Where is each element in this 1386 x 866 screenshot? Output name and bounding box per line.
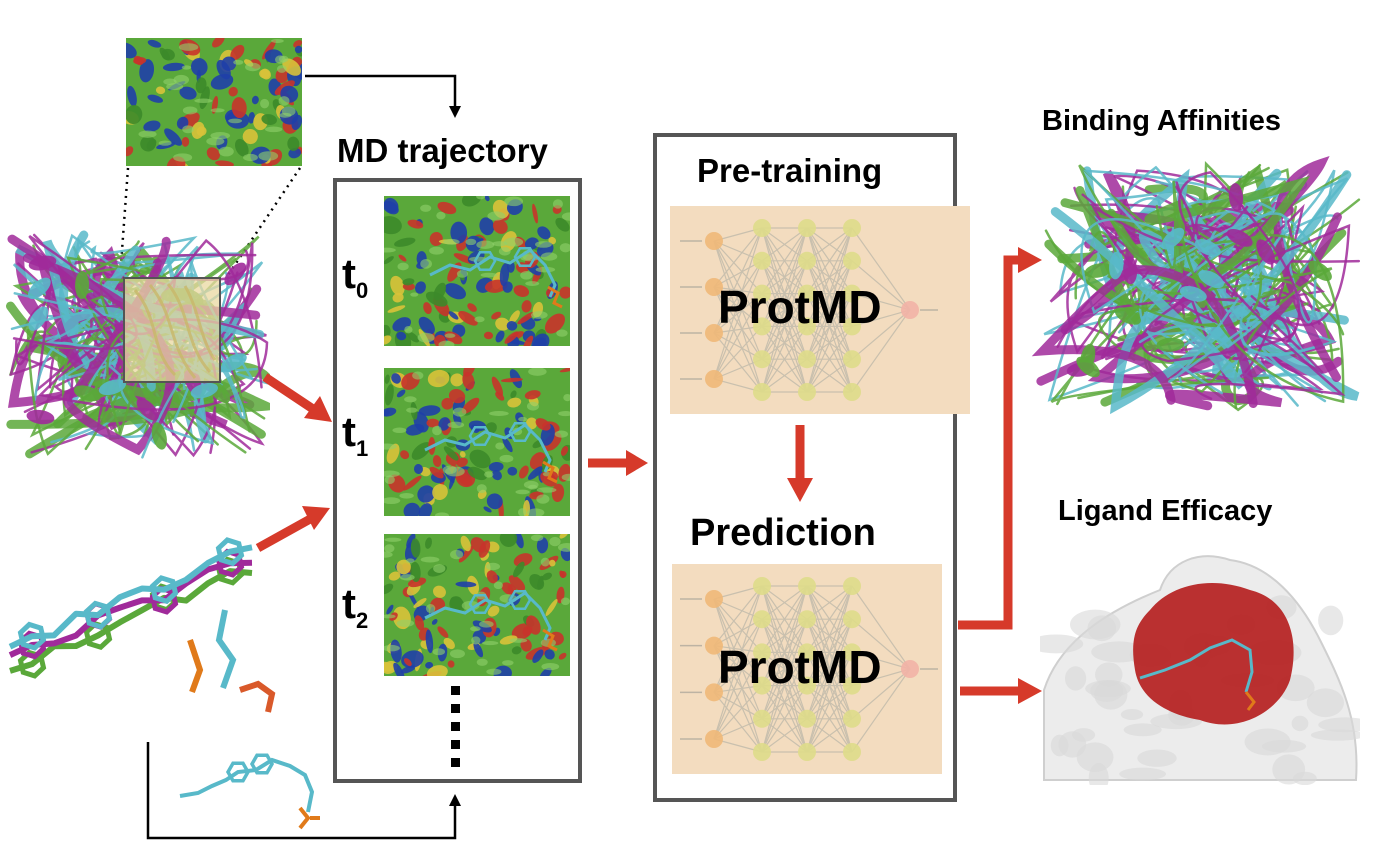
md-trajectory-box	[333, 178, 582, 783]
pretraining-network-label: ProtMD	[718, 281, 882, 333]
prediction-network-panel	[672, 564, 942, 774]
prediction-title: Prediction	[690, 512, 876, 554]
md-continuation-dots	[451, 686, 460, 767]
md-frame-t1	[384, 368, 570, 516]
arrow-pretrain-to-predict	[787, 425, 813, 502]
arrow-to-efficacy	[960, 678, 1042, 704]
md-frame-label-t0: t0	[342, 250, 368, 304]
arrow-zoom-to-md	[305, 74, 461, 118]
arrow-protein-to-md	[262, 373, 332, 422]
md-trajectory-title: MD trajectory	[337, 132, 548, 169]
md-frame-label-t2: t2	[342, 580, 368, 634]
pocket-strands	[133, 283, 217, 379]
pretraining-title: Pre-training	[697, 152, 883, 189]
md-frame-label-t1: t1	[342, 408, 368, 462]
frame-subscript: 0	[356, 278, 369, 303]
ligand-efficacy-title: Ligand Efficacy	[1058, 495, 1273, 527]
frame-letter: t	[342, 250, 356, 297]
single-ligand	[179, 753, 320, 830]
binding-affinity-structure	[1031, 155, 1361, 415]
ligand-sticks	[8, 537, 276, 713]
ligand-efficacy-surface	[1040, 555, 1360, 785]
pocket-zoom-surface	[126, 38, 302, 166]
arrow-ligand-to-md-red	[255, 506, 330, 552]
binding-affinities-title: Binding Affinities	[1042, 105, 1281, 137]
md-frame-t0	[384, 196, 570, 346]
frame-subscript: 2	[356, 608, 369, 633]
arrow-to-binding	[958, 247, 1042, 630]
arrow-ligand-to-md	[146, 742, 461, 840]
arrow-md-to-model	[588, 450, 648, 476]
md-frame-t2	[384, 534, 570, 676]
model-box	[653, 133, 957, 802]
frame-letter: t	[342, 408, 356, 455]
pretraining-network-panel	[670, 206, 970, 414]
frame-subscript: 1	[356, 436, 369, 461]
prediction-network-label: ProtMD	[718, 641, 882, 693]
frame-letter: t	[342, 580, 356, 627]
